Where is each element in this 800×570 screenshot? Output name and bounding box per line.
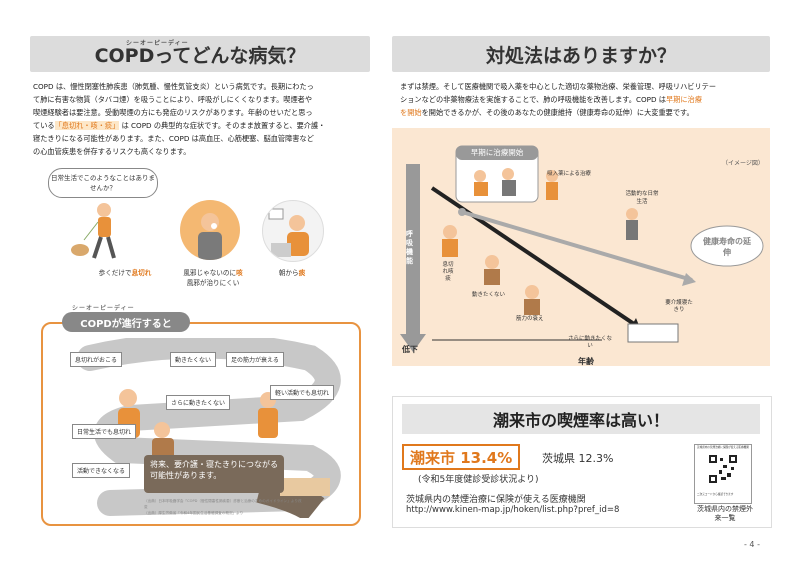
intro-line: 喫煙経験者は要注意。受動喫煙の方にも発症のリスクがあります。年齢のせいだと思っ [33, 108, 313, 117]
healthy-life-label: 健康寿命の延伸 [703, 237, 751, 257]
qr-bottom-note: 二次元コードから確認できます [697, 493, 734, 496]
intro-line: 寝たきりになる可能性があります。また、COPD は高血圧、心筋梗塞、脳血管障害な… [33, 134, 314, 143]
y-axis-low: 低下 [402, 345, 418, 354]
symptom-breath-em: 息切れ [131, 269, 152, 277]
bedridden-label: 要介護寝たきり [665, 300, 693, 313]
clinic-heading: 茨城県内の禁煙治療に保険が使える医療機関 [406, 495, 586, 505]
footnotes: （出典）日本呼吸器学会「COPD（慢性閉塞性肺疾患）診断と治療のためのガイドライ… [144, 499, 302, 515]
more-dont-move-label: さらに動きたくない [568, 336, 613, 349]
question-bubble: 日常生活でこのようなことはありませんか？ [48, 168, 158, 198]
care-warning: 将来、要介護・寝たきりにつながる可能性があります。 [144, 455, 284, 493]
symptom-breath: 歩くだけで息切れ [98, 269, 152, 277]
walking-man-illustration [71, 203, 116, 259]
left-section-header: シーオーピーディー COPDってどんな病気？ [30, 36, 370, 72]
qr-pattern [709, 455, 737, 483]
label-light-activity: 軽い活動でも息切れ [270, 385, 335, 400]
breath-cough-label: 息切れ咳痰 [442, 262, 454, 282]
coughing-man-circle [180, 200, 240, 260]
qr-code[interactable]: 茨城県内の禁煙治療に保険が使える医療機関 二次元コードから確認できます [694, 444, 752, 504]
label-muscle-weak: 足の筋力が衰える [226, 352, 284, 367]
intro-line: COPD は、慢性閉塞性肺疾患（肺気腫、慢性気管支炎）という病気です。長期にわた… [33, 82, 314, 91]
symptom-highlight: 「息切れ・咳・痰」 [54, 121, 120, 130]
copd-intro: COPD は、慢性閉塞性肺疾患（肺気腫、慢性気管支炎）という病気です。長期にわた… [33, 80, 373, 158]
early-treatment-label: 早期に治療開始 [470, 148, 524, 157]
active-life-label: 活動的な日常生活 [625, 191, 659, 205]
progression-title: シーオーピーディー COPDが進行すると [62, 305, 190, 332]
image-note: （イメージ図） [722, 160, 764, 167]
label-daily-breathless: 日常生活でも息切れ [72, 424, 137, 439]
intro-line: ている「息切れ・咳・痰」 は COPD の典型的な症状です。そのまま放置すると、… [33, 121, 326, 130]
label-even-less-move: さらに動きたくない [166, 395, 231, 410]
label-dont-want-move: 動きたくない [170, 352, 217, 367]
treatment-intro: まずは禁煙。そして医療機関で吸入薬を中心とした適切な薬物治療、栄養管理、呼吸リハ… [400, 82, 717, 117]
qr-caption: 茨城県内の禁煙外来一覧 [697, 505, 753, 522]
itako-smoking-rate: 潮来市 13.4% [402, 444, 521, 470]
title-ruby: シーオーピーディー [126, 40, 189, 47]
qr-top-note: 茨城県内の禁煙治療に保険が使える医療機関 [697, 446, 749, 449]
symptom-cough: 風邪じゃないのに咳 風邪が治りにくい [183, 269, 243, 287]
y-axis-label: 呼吸機能 [406, 230, 413, 265]
intro-line: の心血管疾患を併存するリスクも高くなります。 [33, 147, 191, 156]
left-section-title: COPDってどんな病気？ [94, 44, 306, 67]
morning-phlegm-circle [262, 200, 324, 262]
right-section-title: 対処法はありますか？ [485, 44, 676, 67]
early-treatment-em: 早期に治療 [665, 95, 702, 104]
right-section-header: 対処法はありますか？ [392, 36, 770, 72]
data-source: (令和5年度健診受診状況より) [418, 475, 539, 485]
dont-move-label: 動きたくない [472, 292, 506, 298]
label-cannot-act: 活動できなくなる [72, 463, 131, 478]
smoking-rate-title: 潮来市の喫煙率は高い！ [402, 404, 760, 434]
symptom-cough-em: 咳 [236, 269, 243, 277]
ibaraki-smoking-rate: 茨城県 12.3% [542, 452, 614, 465]
symptom-phlegm: 朝から痰 [278, 269, 306, 277]
label-breathless: 息切れがおこる [70, 352, 123, 367]
symptom-phlegm-em: 痰 [298, 269, 306, 277]
start-em: を開始 [400, 108, 422, 117]
clinic-url[interactable]: http://www.kinen-map.jp/hoken/list.php?p… [406, 505, 620, 515]
muscle-decline-label: 筋力の衰え [516, 316, 544, 322]
page-number: - 4 - [744, 540, 760, 549]
x-axis-label: 年齢 [578, 357, 594, 366]
intro-line: て肺に有害な物質（タバコ煙）を吸うことにより、呼吸がしにくくなります。喫煙者や [33, 95, 313, 104]
inhaler-label: 吸入薬による治療 [547, 171, 591, 177]
lung-function-diagram [400, 145, 764, 352]
